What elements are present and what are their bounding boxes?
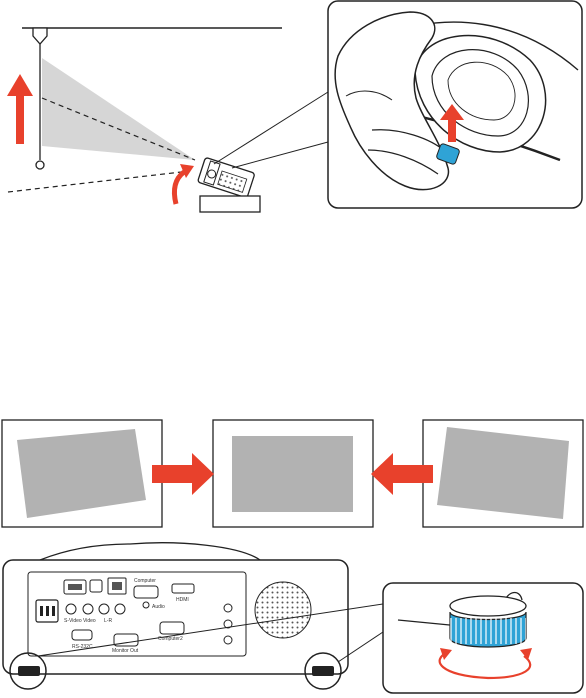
port-label-audio: Audio (152, 604, 165, 610)
computer2-port (160, 622, 184, 634)
port-label-monitor-out: Monitor Out (112, 648, 139, 654)
audio-r-port (115, 604, 125, 614)
rear-foot (312, 666, 334, 676)
svideo-port (66, 604, 76, 614)
usb-b-port (90, 580, 102, 592)
panel-button (224, 604, 232, 612)
port-label-hdmi: HDMI (176, 597, 189, 603)
projector-stand (200, 196, 260, 212)
computer-port (134, 586, 158, 598)
audio-l-port (99, 604, 109, 614)
screen-mount (33, 28, 47, 44)
hdmi-port (172, 584, 194, 593)
up-arrow-icon (7, 74, 33, 144)
foot-release-zoom (328, 1, 582, 208)
knob-top (450, 596, 526, 616)
tilt-scene (7, 28, 328, 212)
port-label-computer: Computer (134, 578, 156, 584)
panel-button (224, 636, 232, 644)
audio-jack (143, 602, 149, 608)
video-port (83, 604, 93, 614)
alignment-row (2, 420, 583, 527)
level-line (8, 171, 190, 192)
port-label-svideo: S-Video (64, 618, 82, 624)
projector-top (40, 543, 260, 560)
callout-line (214, 92, 328, 164)
projection-beam (42, 58, 195, 160)
port-label-lr: L-R (104, 618, 112, 624)
curved-arrow-icon (174, 172, 184, 204)
tilted-projector (197, 157, 254, 198)
rear-foot (18, 666, 40, 676)
rs232c-port (72, 630, 92, 640)
callout-line (232, 142, 328, 168)
aligned-image (232, 436, 353, 512)
skewed-image (437, 427, 569, 519)
rear-panel-scene: Computer Audio HDMI S-Video Video L-R RS… (3, 543, 583, 693)
port-label-video: Video (83, 618, 96, 624)
knob-ridges (450, 618, 526, 644)
speaker-grill (255, 582, 311, 638)
screen-pull-ring (36, 161, 44, 169)
